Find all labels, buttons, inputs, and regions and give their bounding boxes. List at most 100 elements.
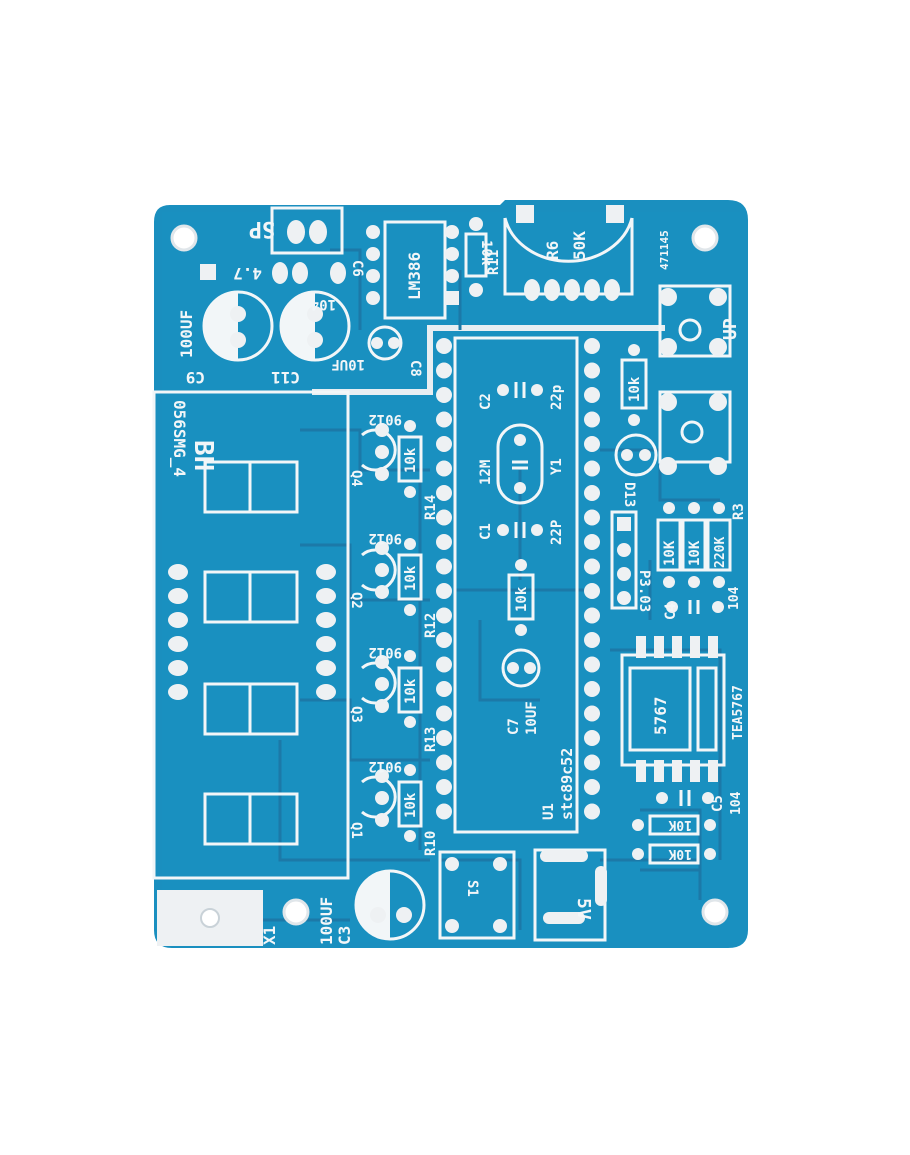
label-p303: P3.03 bbox=[636, 570, 652, 612]
label-y1: Y1 bbox=[549, 458, 565, 475]
mcu-pin-pad bbox=[436, 387, 452, 403]
capacitor-c9: C9 100UF bbox=[177, 290, 274, 387]
mcu-pin-pad bbox=[584, 387, 600, 403]
pad-x1: X1 bbox=[157, 890, 279, 946]
resistor-r11: 10k R11 bbox=[464, 217, 502, 297]
label-c4-value: 104 bbox=[727, 586, 742, 610]
ic-u1-stc89c52: U1 stc89c52 bbox=[436, 336, 600, 834]
label-r14-value: 10k bbox=[403, 447, 419, 473]
label-c9-cap-value: 4.7 bbox=[233, 264, 262, 283]
label-c7-value: 10UF bbox=[524, 701, 540, 735]
label-bottom-res2: 10K bbox=[668, 846, 692, 861]
cap-4p7-footprint: 4.7 C6 104 bbox=[200, 260, 365, 312]
mcu-pin-pad bbox=[584, 583, 600, 599]
mounting-holes bbox=[170, 224, 729, 926]
label-u1: U1 bbox=[541, 803, 557, 820]
label-r12-value: 10k bbox=[403, 565, 419, 591]
label-d13: D13 bbox=[621, 482, 637, 507]
transistor-q1: Q1 9012 bbox=[348, 758, 402, 839]
label-r10: R10 bbox=[423, 831, 439, 856]
resistor-r12: 10k R12 bbox=[397, 538, 439, 638]
capacitor-c7: C7 10UF bbox=[501, 648, 541, 735]
label-display: 056SMG_4 bbox=[170, 400, 189, 477]
label-c4: C4 bbox=[663, 603, 679, 620]
capacitor-c2: C2 22p bbox=[478, 382, 565, 410]
mcu-pin-pad bbox=[436, 460, 452, 477]
mcu-pin-pad bbox=[436, 632, 452, 648]
mcu-pin-pad bbox=[436, 411, 452, 428]
label-q4-type: 9012 bbox=[368, 411, 402, 427]
mcu-pin-pad bbox=[584, 534, 600, 550]
mcu-pin-pad bbox=[436, 681, 452, 697]
label-q3-type: 9012 bbox=[368, 644, 402, 660]
label-c1-value: 22P bbox=[549, 520, 565, 545]
label-r11: R11 bbox=[486, 250, 502, 275]
label-c6: C6 bbox=[349, 260, 365, 277]
label-c5-value: 104 bbox=[729, 791, 744, 815]
label-r13: R13 bbox=[423, 727, 439, 752]
capacitor-c5: C5 104 bbox=[656, 790, 744, 815]
mcu-pin-pad bbox=[436, 509, 452, 526]
ic-lm386: LM386 bbox=[366, 220, 459, 320]
resistor-r10: 10k R10 bbox=[397, 764, 439, 856]
transistor-q2: Q2 9012 bbox=[348, 530, 402, 609]
potentiometer-r6: R6 50K bbox=[503, 205, 634, 301]
resistor-bottom-2: 10K bbox=[632, 843, 716, 865]
label-r3: R3 bbox=[731, 503, 747, 520]
capacitor-c8: C8 10UF bbox=[331, 325, 423, 377]
label-c2-value: 22p bbox=[549, 385, 565, 410]
mcu-pin-pad bbox=[436, 534, 452, 550]
button-up: UP bbox=[658, 284, 741, 358]
mcu-pin-pad bbox=[436, 656, 452, 673]
mcu-pin-pad bbox=[436, 583, 452, 599]
mcu-pin-pad bbox=[436, 754, 452, 771]
label-q1-type: 9012 bbox=[368, 758, 402, 774]
crystal-y1: 12M Y1 bbox=[478, 423, 565, 505]
mcu-pin-pad bbox=[436, 436, 452, 452]
label-c3: C3 bbox=[335, 926, 354, 945]
label-mcu: stc89c52 bbox=[558, 748, 576, 820]
mcu-pin-pad bbox=[436, 362, 452, 379]
mcu-pin-pad bbox=[584, 362, 600, 379]
label-r14: R14 bbox=[423, 495, 439, 520]
label-r11-value: 10k bbox=[478, 240, 494, 266]
switch-s1: S1 bbox=[438, 850, 516, 940]
label-c8-10uf: 10UF bbox=[331, 356, 365, 372]
mcu-pin-pad bbox=[436, 803, 452, 820]
mcu-pin-pad bbox=[584, 803, 600, 820]
button-lower bbox=[658, 390, 732, 475]
capacitor-c3: C3 100UF bbox=[317, 869, 426, 945]
label-r12: R12 bbox=[423, 613, 439, 638]
capacitor-c4: C4 104 bbox=[663, 586, 742, 620]
label-c7: C7 bbox=[506, 718, 522, 735]
label-c9-100uf: 100UF bbox=[177, 310, 196, 358]
label-c6-value: 104 bbox=[311, 296, 336, 312]
mcu-pin-pad bbox=[584, 656, 600, 673]
label-sp: SP bbox=[249, 216, 276, 241]
mcu-pin-pad bbox=[584, 460, 600, 477]
label-q1: Q1 bbox=[348, 822, 364, 839]
label-c8: C8 bbox=[407, 360, 423, 377]
mcu-pin-pad bbox=[584, 705, 600, 722]
label-chip-5767: 5767 bbox=[651, 696, 670, 735]
mcu-pin-pad bbox=[584, 558, 600, 575]
label-r10-value: 10k bbox=[403, 792, 419, 818]
header-p303: P3.03 bbox=[610, 510, 652, 612]
led-d13: D13 bbox=[614, 433, 658, 507]
resistor-right-10k: 10k bbox=[620, 344, 648, 426]
mcu-pin-pad bbox=[584, 411, 600, 428]
transistor-q3: Q3 9012 bbox=[348, 644, 402, 723]
mcu-pin-pad bbox=[584, 754, 600, 771]
label-q4: Q4 bbox=[348, 470, 364, 487]
resistor-bottom-1: 10K bbox=[632, 814, 716, 836]
label-r6: R6 bbox=[543, 241, 562, 260]
label-bottom-res1: 10K bbox=[668, 817, 692, 832]
mcu-pin-pad bbox=[436, 607, 452, 624]
capacitor-c1: C1 22P bbox=[478, 520, 565, 545]
mcu-pin-pad bbox=[584, 779, 600, 795]
label-tea5767: TEA5767 bbox=[731, 685, 746, 740]
label-bank-res1: 10K bbox=[687, 540, 703, 566]
label-c2: C2 bbox=[478, 393, 494, 410]
label-display-code: BH bbox=[188, 440, 218, 471]
